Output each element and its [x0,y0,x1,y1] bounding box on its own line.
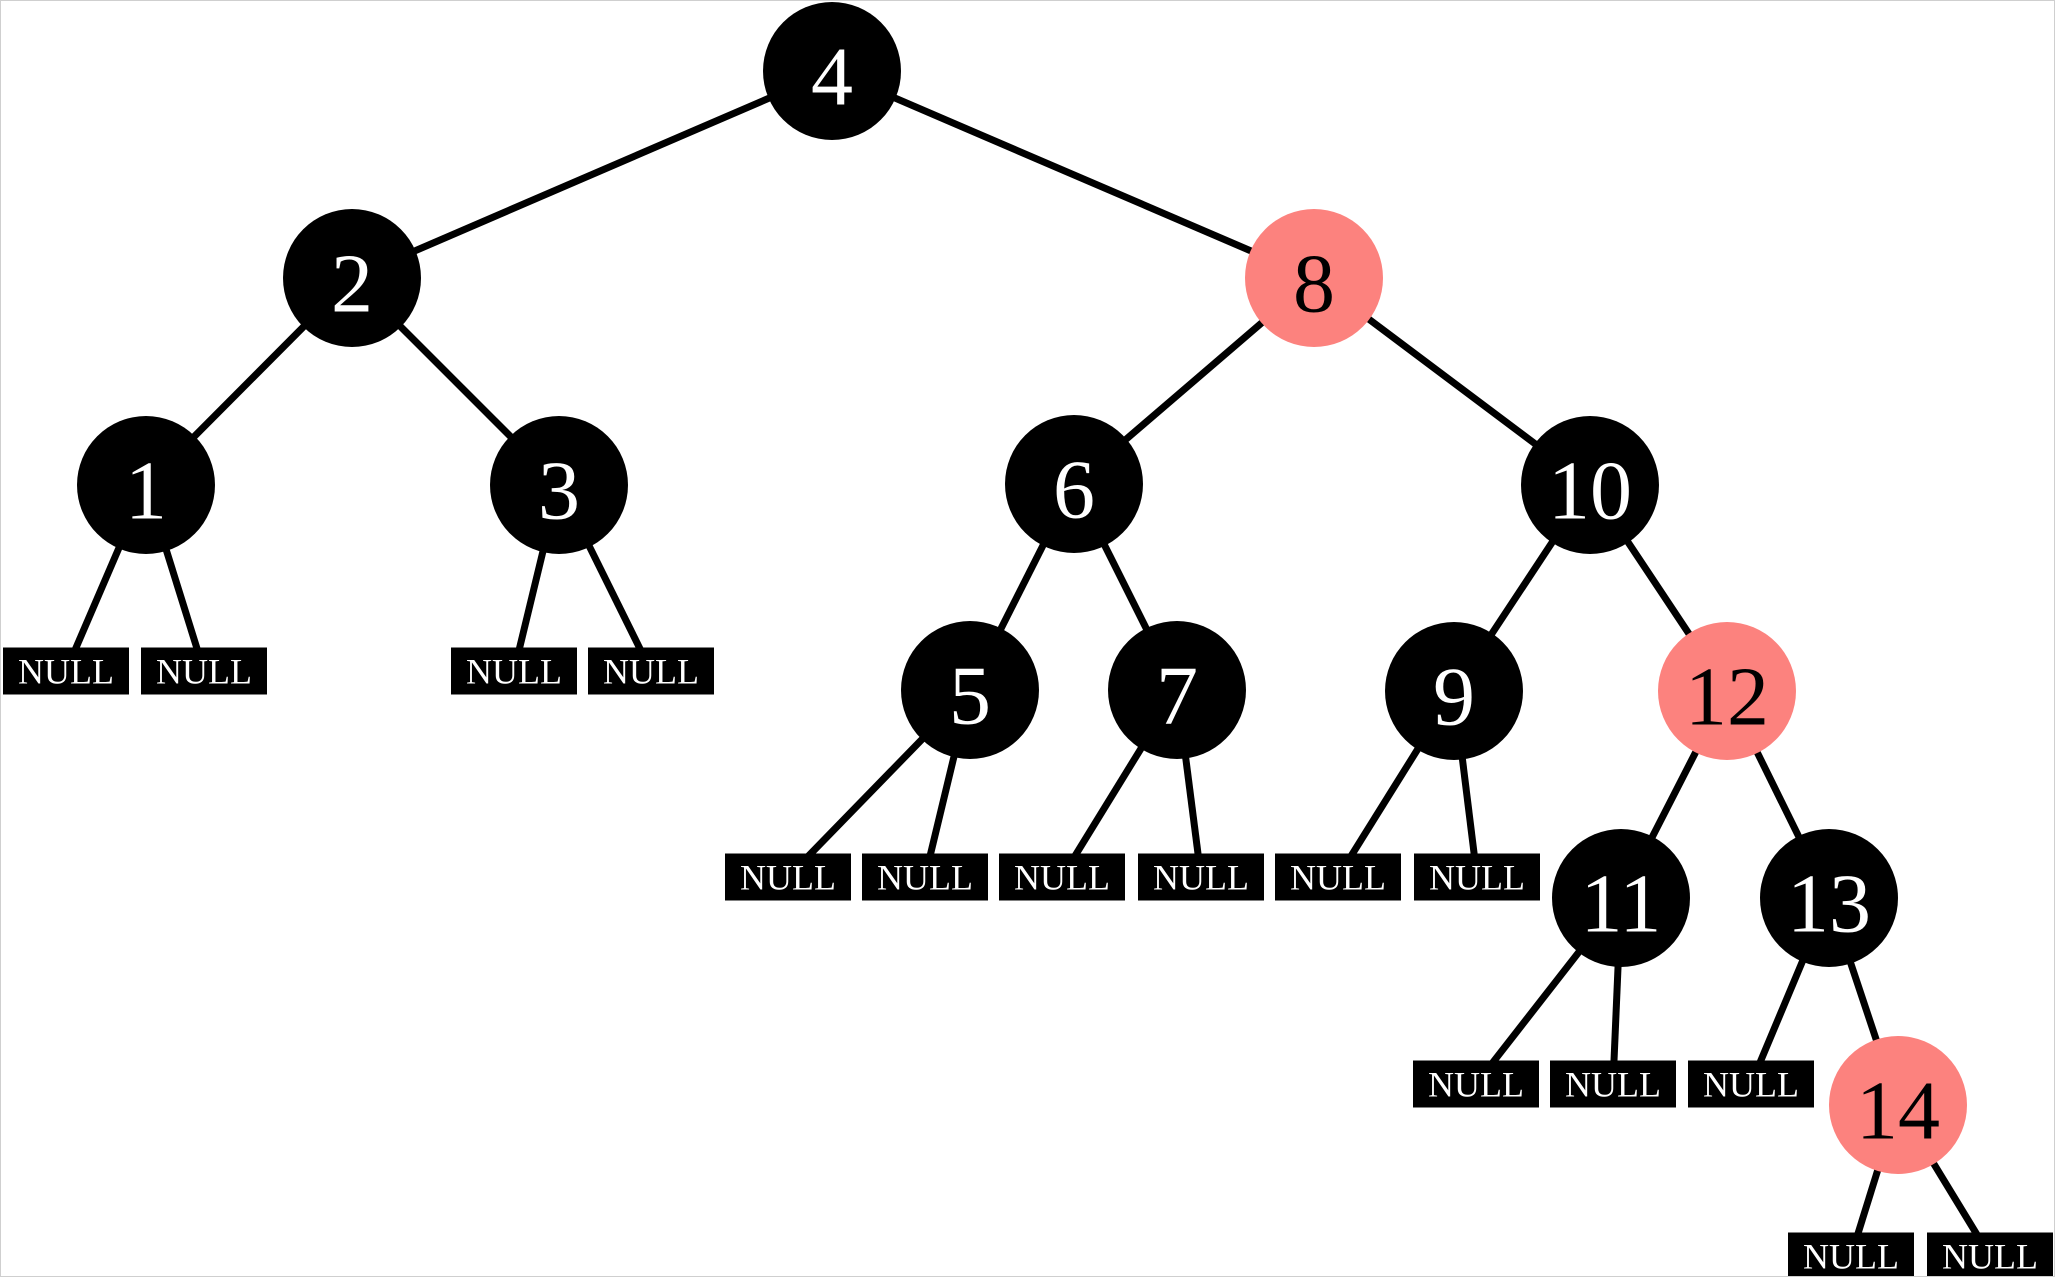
node-circle-4-black [763,2,901,140]
null-label-null-9L: NULL [1290,858,1386,898]
null-box-null-1L [3,647,129,695]
null-leaf-null-14R: NULL [1927,1232,2053,1277]
null-box-null-3L [451,647,577,695]
node-circle-7-black [1108,621,1246,759]
node-label-8: 8 [1293,237,1335,330]
node-label-6: 6 [1053,443,1095,536]
node-label-7: 7 [1156,649,1198,742]
tree-edge-4-2 [350,67,834,282]
null-leaf-null-3L: NULL [451,647,577,695]
null-box-null-11R [1550,1060,1676,1108]
null-label-null-7R: NULL [1153,858,1249,898]
tree-node-11: 11 [1552,829,1690,967]
tree-node-12: 12 [1658,622,1796,760]
node-label-5: 5 [949,649,991,742]
tree-edge-4-8 [830,67,1316,282]
node-label-1: 1 [125,444,167,537]
null-label-null-14L: NULL [1803,1237,1899,1277]
tree-node-14: 14 [1829,1036,1967,1174]
null-leaf-null-7R: NULL [1138,853,1264,901]
null-label-null-11L: NULL [1428,1065,1524,1105]
null-box-null-7L [999,853,1125,901]
tree-node-5: 5 [901,621,1039,759]
node-circle-10-black [1521,416,1659,554]
null-label-null-13L: NULL [1703,1065,1799,1105]
node-label-10: 10 [1548,444,1632,537]
node-label-11: 11 [1581,857,1662,950]
node-label-9: 9 [1433,650,1475,743]
null-label-null-1R: NULL [156,652,252,692]
null-box-null-1R [141,647,267,695]
null-box-null-11L [1413,1060,1539,1108]
tree-node-1: 1 [77,416,215,554]
node-label-13: 13 [1787,857,1871,950]
tree-node-8: 8 [1245,209,1383,347]
node-circle-9-black [1385,622,1523,760]
tree-node-4: 4 [763,2,901,140]
tree-node-13: 13 [1760,829,1898,967]
null-box-null-14L [1788,1232,1914,1276]
null-leaf-null-14L: NULL [1788,1232,1914,1277]
null-leaves: NULL NULL NULL NULL NULL NULL NULL NULL NULL NULL… [3,647,2053,1277]
null-leaf-null-5L: NULL [725,853,851,901]
tree-node-3: 3 [490,416,628,554]
null-box-null-3R [588,647,714,695]
null-label-null-3L: NULL [466,652,562,692]
node-label-2: 2 [331,237,373,330]
node-circle-5-black [901,621,1039,759]
node-circle-1-black [77,416,215,554]
node-circle-13-black [1760,829,1898,967]
null-label-null-14R: NULL [1942,1237,2038,1277]
null-box-null-9R [1414,853,1540,901]
null-label-null-3R: NULL [603,652,699,692]
null-leaf-null-3R: NULL [588,647,714,695]
null-box-null-13L [1688,1060,1814,1108]
node-label-3: 3 [538,444,580,537]
null-label-null-9R: NULL [1429,858,1525,898]
node-circle-12-red [1658,622,1796,760]
null-leaf-null-1L: NULL [3,647,129,695]
node-circle-8-red [1245,209,1383,347]
null-box-null-7R [1138,853,1264,901]
null-label-null-1L: NULL [18,652,114,692]
node-circle-3-black [490,416,628,554]
null-label-null-7L: NULL [1014,858,1110,898]
tree-node-6: 6 [1005,415,1143,553]
null-leaf-null-7L: NULL [999,853,1125,901]
null-label-null-11R: NULL [1565,1065,1661,1105]
null-leaf-null-11L: NULL [1413,1060,1539,1108]
node-label-14: 14 [1856,1064,1940,1157]
node-label-4: 4 [811,30,853,123]
node-circle-14-red [1829,1036,1967,1174]
null-leaf-null-13L: NULL [1688,1060,1814,1108]
null-box-null-5R [862,853,988,901]
node-label-12: 12 [1685,650,1769,743]
node-circle-11-black [1552,829,1690,967]
tree-node-9: 9 [1385,622,1523,760]
null-leaf-null-9R: NULL [1414,853,1540,901]
tree-node-2: 2 [283,209,421,347]
null-box-null-14R [1927,1232,2053,1276]
null-label-null-5R: NULL [877,858,973,898]
null-label-null-5L: NULL [740,858,836,898]
null-leaf-null-5R: NULL [862,853,988,901]
tree-node-7: 7 [1108,621,1246,759]
tree-node-10: 10 [1521,416,1659,554]
null-leaf-null-9L: NULL [1275,853,1401,901]
null-leaf-null-1R: NULL [141,647,267,695]
null-leaf-null-11R: NULL [1550,1060,1676,1108]
null-box-null-5L [725,853,851,901]
node-circle-2-black [283,209,421,347]
node-circle-6-black [1005,415,1143,553]
null-box-null-9L [1275,853,1401,901]
